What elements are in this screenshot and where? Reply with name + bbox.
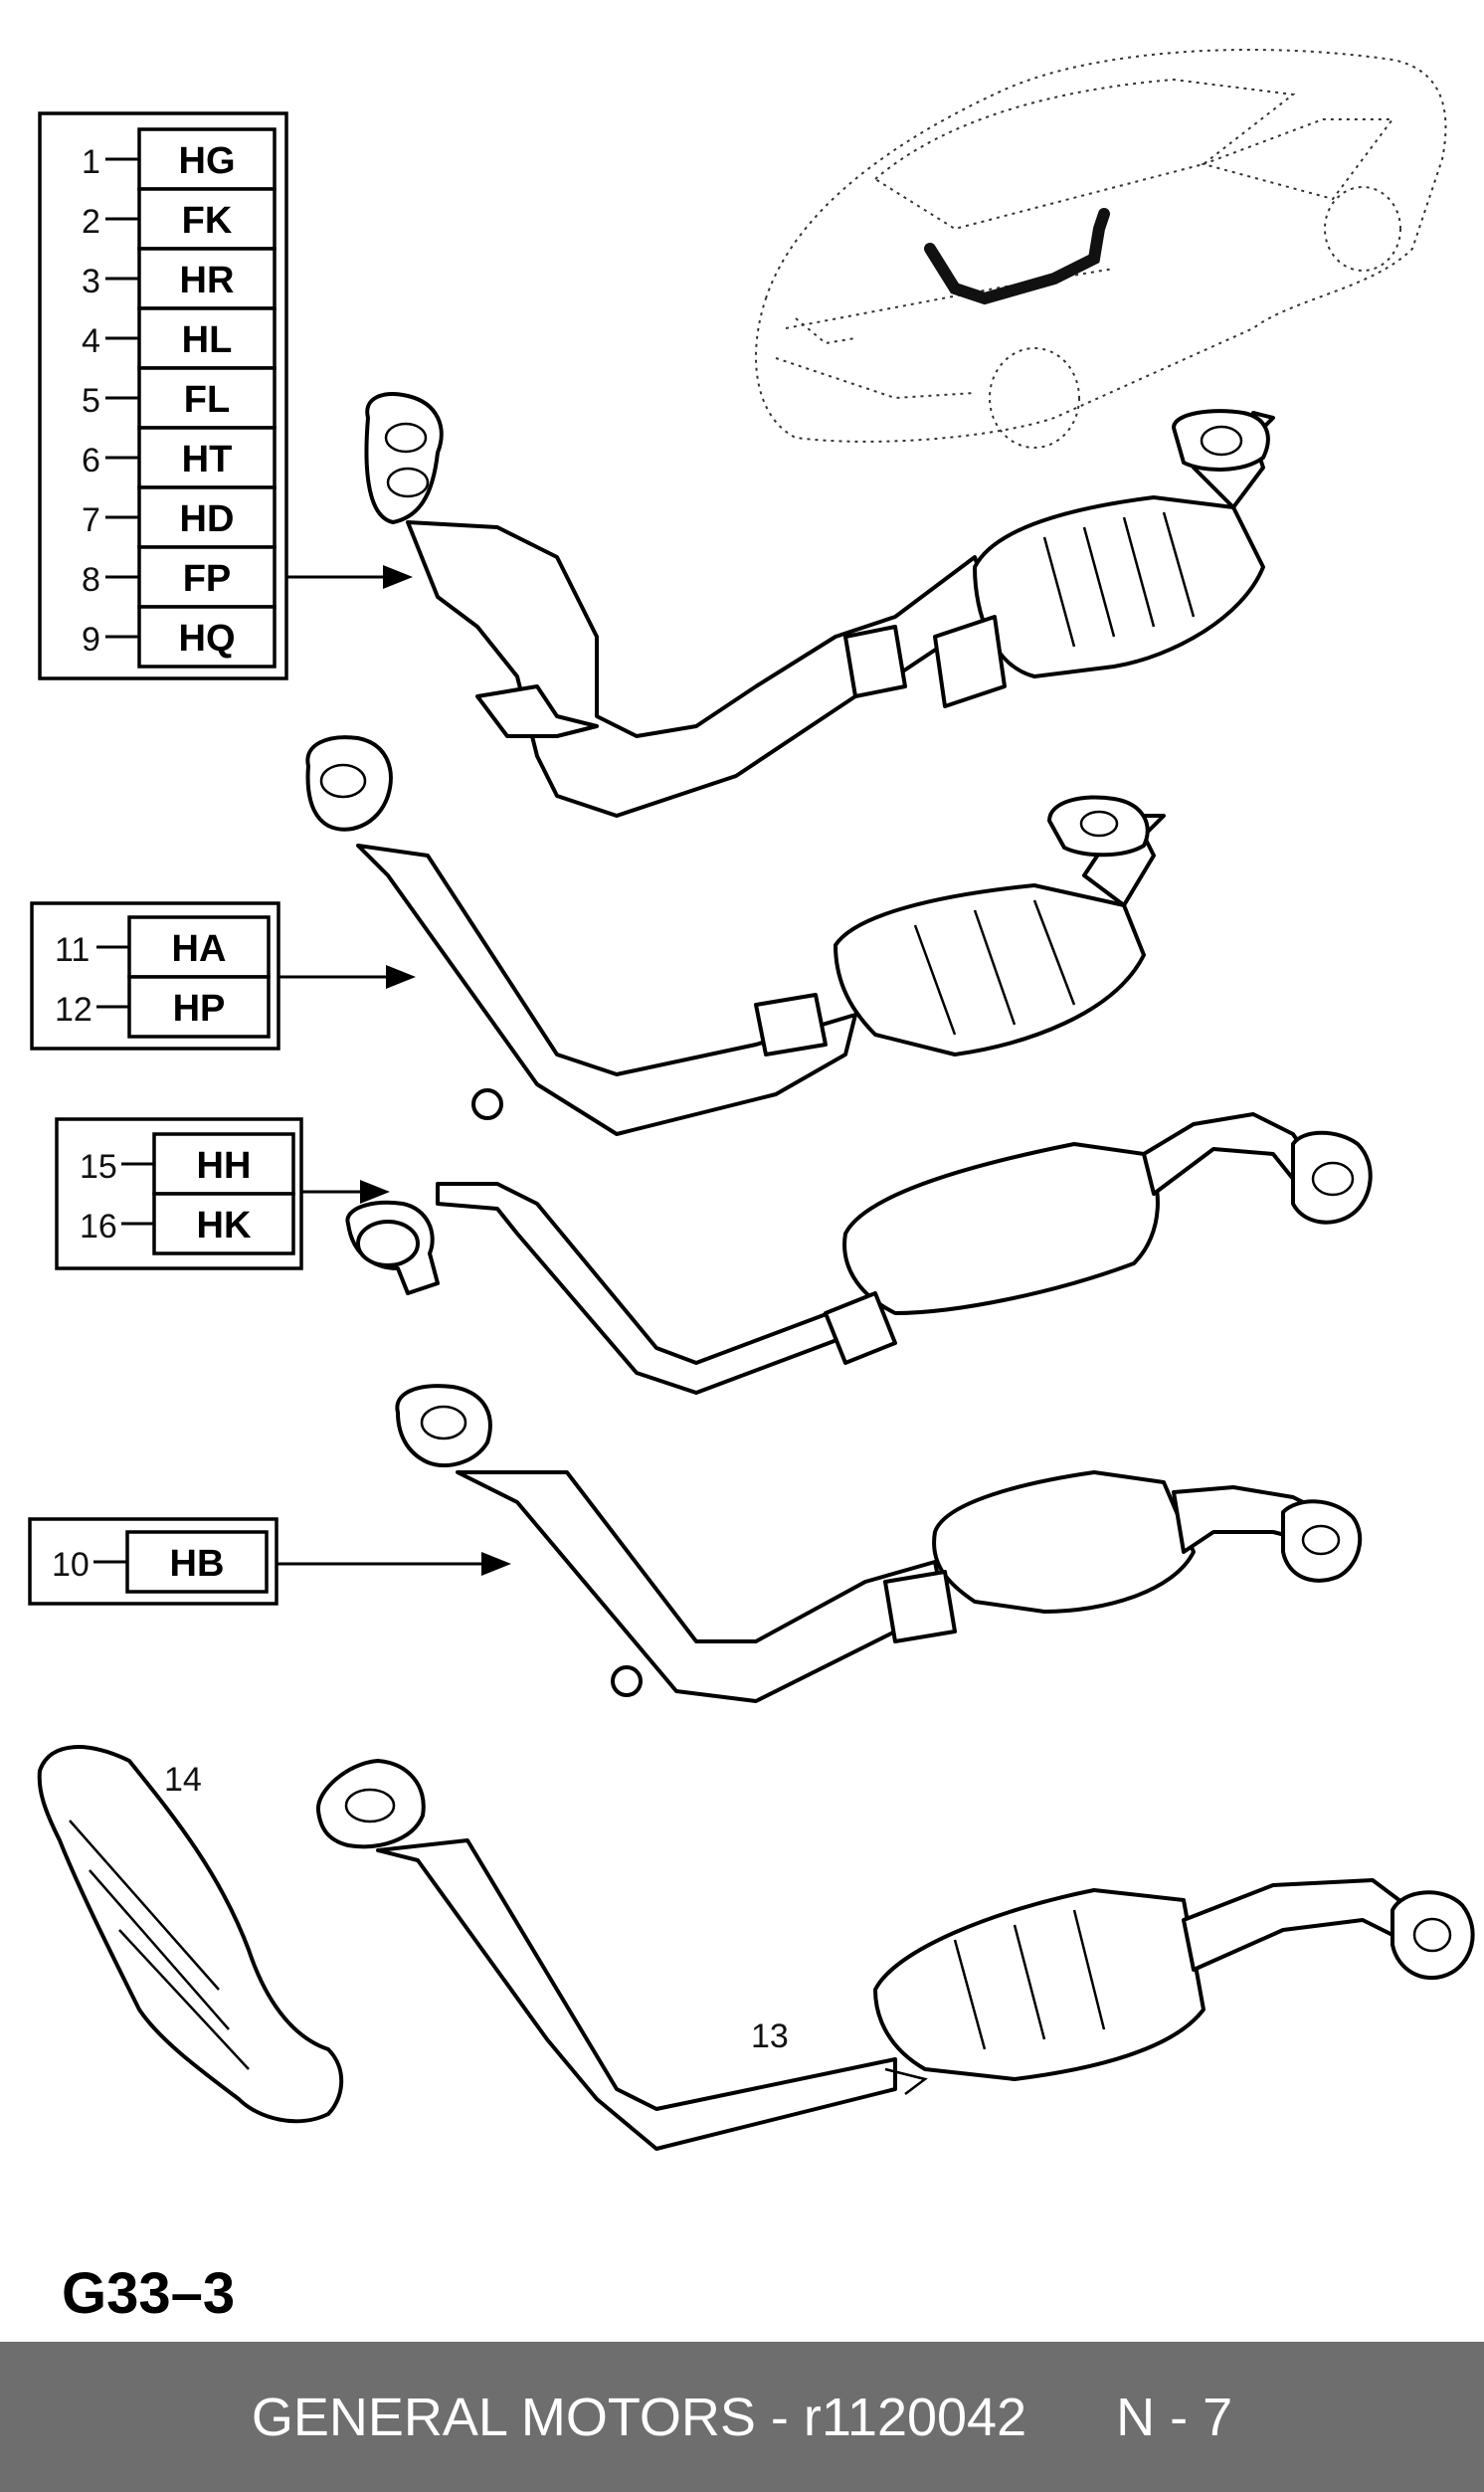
item-code: HK [197,1205,252,1246]
code-cell [127,975,271,1039]
label-13: 13 [751,2017,789,2055]
item-code: HQ [179,618,236,660]
figure-title: G33–3 [62,2261,235,2326]
item-code: HL [182,319,233,361]
item-code: HG [179,140,236,182]
code-cell [137,247,277,310]
item-number: 8 [82,561,100,599]
item-code: HA [172,928,227,970]
item-number: 2 [82,203,100,241]
item-number: 11 [55,931,90,969]
item-number: 16 [80,1208,117,1246]
code-cell [137,366,277,430]
item-code: FP [183,558,232,600]
code-cell [137,187,277,251]
item-number: 15 [80,1148,117,1186]
heat-shield [37,1745,344,2124]
item-number: 9 [82,621,100,659]
code-cell [137,545,277,609]
item-number: 7 [82,501,100,539]
exhaust-assembly-3 [345,1112,1373,1395]
footer-part-number: r1120042 [803,2387,1027,2447]
item-number: 12 [55,991,93,1029]
item-number: 10 [52,1546,90,1584]
exhaust-assembly-2 [305,735,1166,1136]
label-14: 14 [164,1761,202,1799]
item-number: 6 [82,442,100,479]
code-list-group-1: 1 HG 2 FK 3 HR 4 HL 5 FL 6 HT 7 HD 8 FP 9 HQ [38,111,288,680]
footer-page: N - 7 [1116,2387,1233,2447]
code-cell [152,1132,295,1196]
item-number: 5 [82,382,100,420]
item-code: HR [180,260,235,301]
car-illustration [755,49,1447,449]
item-number: 1 [82,143,100,181]
item-code: FL [184,379,230,421]
item-code: HD [180,498,235,540]
code-cell [137,485,277,549]
item-code: HP [173,988,226,1030]
code-cell [125,1530,269,1594]
item-code: HT [182,439,233,480]
item-code: HH [197,1145,252,1187]
footer-bar: GENERAL MOTORS - r1120042 N - 7 [0,2342,1484,2492]
item-number: 4 [82,322,100,360]
item-number: 3 [82,263,100,300]
footer-brand: GENERAL MOTORS [251,2387,756,2447]
exhaust-assembly-4 [395,1384,1363,1703]
item-code: FK [182,200,233,242]
code-list-group-2: 11 HA 12 HP [30,901,280,1051]
exhaust-assembly-1 [364,392,1275,818]
code-list-group-4: 10 HB [28,1517,278,1606]
exhaust-pipe-13 [315,1759,1475,2151]
code-list-group-3: 15 HH 16 HK [55,1117,303,1270]
code-cell [137,127,277,191]
item-code: HB [170,1543,225,1585]
footer-separator: - [770,2387,789,2447]
code-cell [137,605,277,669]
code-cell [152,1192,295,1255]
